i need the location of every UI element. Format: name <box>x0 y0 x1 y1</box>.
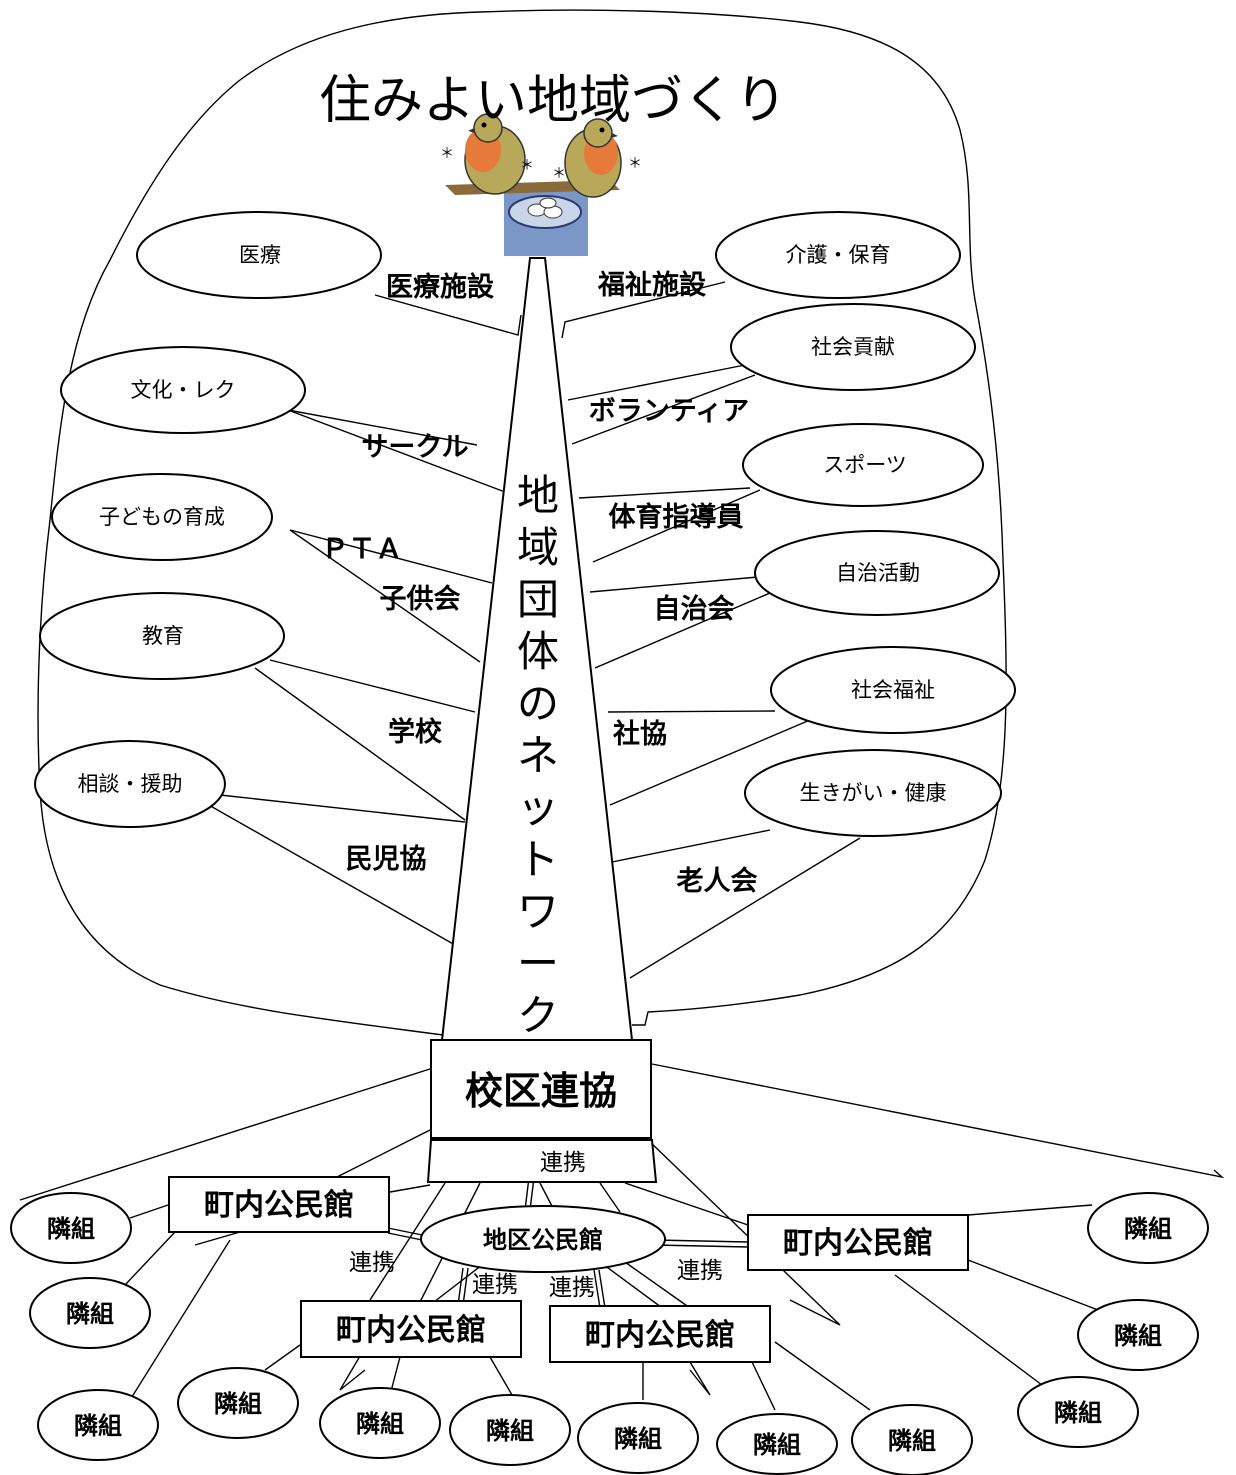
oval-jichi-katsudou <box>754 530 1000 616</box>
root-box-base <box>426 1139 658 1183</box>
oval-label-shakai-fukushi: 社会福祉 <box>851 678 935 702</box>
trunk-label-char: の <box>517 679 559 728</box>
link-label-5: 連携 <box>677 1258 723 1284</box>
svg-text:隣組: 隣組 <box>47 1215 95 1243</box>
svg-text:＊: ＊ <box>520 158 534 174</box>
trunk-label-char: ク <box>517 991 559 1040</box>
oval-label-shakai-kouken: 社会貢献 <box>811 335 895 359</box>
branch-label-roujinkai: 老人会 <box>677 866 758 897</box>
trunk-label-char: 地 <box>517 471 559 520</box>
community-hall-boxes <box>168 1176 969 1363</box>
link-label-3: 連携 <box>472 1272 518 1298</box>
community-hall-box-4 <box>549 1305 771 1363</box>
oval-iryou <box>136 211 382 299</box>
svg-text:隣組: 隣組 <box>486 1417 534 1445</box>
svg-text:＊: ＊ <box>440 146 454 162</box>
trunk-label-char: 体 <box>517 627 559 676</box>
link-label-1: 連携 <box>540 1150 586 1176</box>
svg-text:＊: ＊ <box>552 166 566 182</box>
svg-text:隣組: 隣組 <box>753 1431 801 1459</box>
community-hall-label-3: 町内公民館 <box>336 1313 486 1348</box>
oval-label-ikigai: 生きがい・健康 <box>800 781 947 805</box>
branch-label-pta: ＰＴＡ <box>322 534 403 565</box>
birds-nest-illustration: ＊ ＊ ＊ ＊ <box>440 113 642 256</box>
root-box-kouku-renkyou <box>430 1039 652 1139</box>
community-hall-box-2 <box>747 1214 969 1271</box>
oval-label-bunka-reku: 文化・レク <box>131 378 236 402</box>
branch-label-iryou-shisetsu: 医療施設 <box>386 271 495 303</box>
svg-text:隣組: 隣組 <box>66 1300 114 1328</box>
hub-chiku-koominkan <box>420 1205 666 1273</box>
left-branch-lines <box>199 294 522 946</box>
community-hall-label-2: 町内公民館 <box>783 1226 933 1261</box>
branch-label-fukushi-shisetsu: 福祉施設 <box>597 269 707 301</box>
branch-label-taiiku: 体育指導員 <box>609 501 744 533</box>
bird-left <box>464 113 526 195</box>
oval-kodomo-no-ikusei <box>51 473 273 561</box>
link-label-2: 連携 <box>349 1250 395 1276</box>
oval-bunka-reku <box>60 346 306 434</box>
right-ovals <box>715 211 1016 837</box>
oval-ikigai-kenkou <box>744 749 1002 837</box>
svg-text:隣組: 隣組 <box>1114 1322 1162 1350</box>
svg-text:隣組: 隣組 <box>214 1390 262 1418</box>
trunk-label-char: ネ <box>517 731 559 780</box>
svg-text:隣組: 隣組 <box>1054 1399 1102 1427</box>
oval-label-iryou: 医療 <box>239 243 281 267</box>
branch-label-kodomokai: 子供会 <box>380 584 461 615</box>
oval-shakai-kouken <box>730 303 976 391</box>
neighborhood-ovals <box>10 1192 1209 1475</box>
oval-kaigo-hoiku <box>715 211 961 299</box>
svg-text:隣組: 隣組 <box>888 1427 936 1455</box>
right-branch-lines <box>561 281 861 979</box>
bird-right <box>564 118 622 198</box>
trunk-label-char: ト <box>517 835 559 884</box>
oval-label-kodomo: 子どもの育成 <box>99 505 225 529</box>
community-hall-box-1 <box>168 1176 390 1233</box>
oval-supootsu <box>742 423 984 507</box>
svg-text:隣組: 隣組 <box>614 1425 662 1453</box>
neighborhood-labels: 隣組 隣組 隣組 隣組 隣組 隣組 隣組 隣組 隣組 隣組 隣組 隣組 <box>47 1215 1172 1459</box>
oval-shakai-fukushi <box>770 646 1016 734</box>
branch-label-borantia: ボランティア <box>589 396 749 427</box>
svg-text:＊: ＊ <box>628 156 642 172</box>
svg-text:隣組: 隣組 <box>74 1412 122 1440</box>
hub-label: 地区公民館 <box>483 1226 603 1254</box>
oval-kyouiku <box>39 592 285 680</box>
branch-label-jichikai: 自治会 <box>654 593 735 625</box>
oval-label-soudan: 相談・援助 <box>78 772 183 796</box>
community-hall-box-3 <box>300 1300 522 1358</box>
page-title: 住みよい地域づくり <box>319 71 787 131</box>
oval-label-kyouiku: 教育 <box>142 624 184 648</box>
left-ovals <box>34 211 382 828</box>
branch-label-saakuru: サークル <box>361 432 468 463</box>
tree-canopy-outline <box>37 9 1007 1036</box>
root-box-label: 校区連協 <box>465 1069 617 1113</box>
branch-label-minjikyou: 民児協 <box>346 844 427 875</box>
svg-text:隣組: 隣組 <box>1124 1215 1172 1243</box>
community-hall-label-1: 町内公民館 <box>204 1188 354 1223</box>
trunk-label: 地 域 団 体 の ネ ッ ト ワ ー ク <box>517 471 559 1040</box>
trunk-label-char: 団 <box>517 575 559 624</box>
oval-label-kaigo: 介護・保育 <box>786 243 891 267</box>
oval-label-jichi: 自治活動 <box>836 561 920 585</box>
trunk-label-char: ー <box>517 939 559 988</box>
trunk-label-char: 域 <box>517 523 559 572</box>
branch-label-gakkou: 学校 <box>388 716 442 748</box>
branch-label-shakyou: 社協 <box>613 718 667 750</box>
trunk-label-char: ッ <box>517 783 559 832</box>
oval-label-supootsu: スポーツ <box>823 453 907 477</box>
svg-text:隣組: 隣組 <box>356 1410 404 1438</box>
link-label-4: 連携 <box>549 1275 595 1301</box>
oval-soudan-enjo <box>34 740 226 828</box>
trunk-label-char: ワ <box>517 887 559 936</box>
community-hall-label-4: 町内公民館 <box>585 1318 735 1353</box>
